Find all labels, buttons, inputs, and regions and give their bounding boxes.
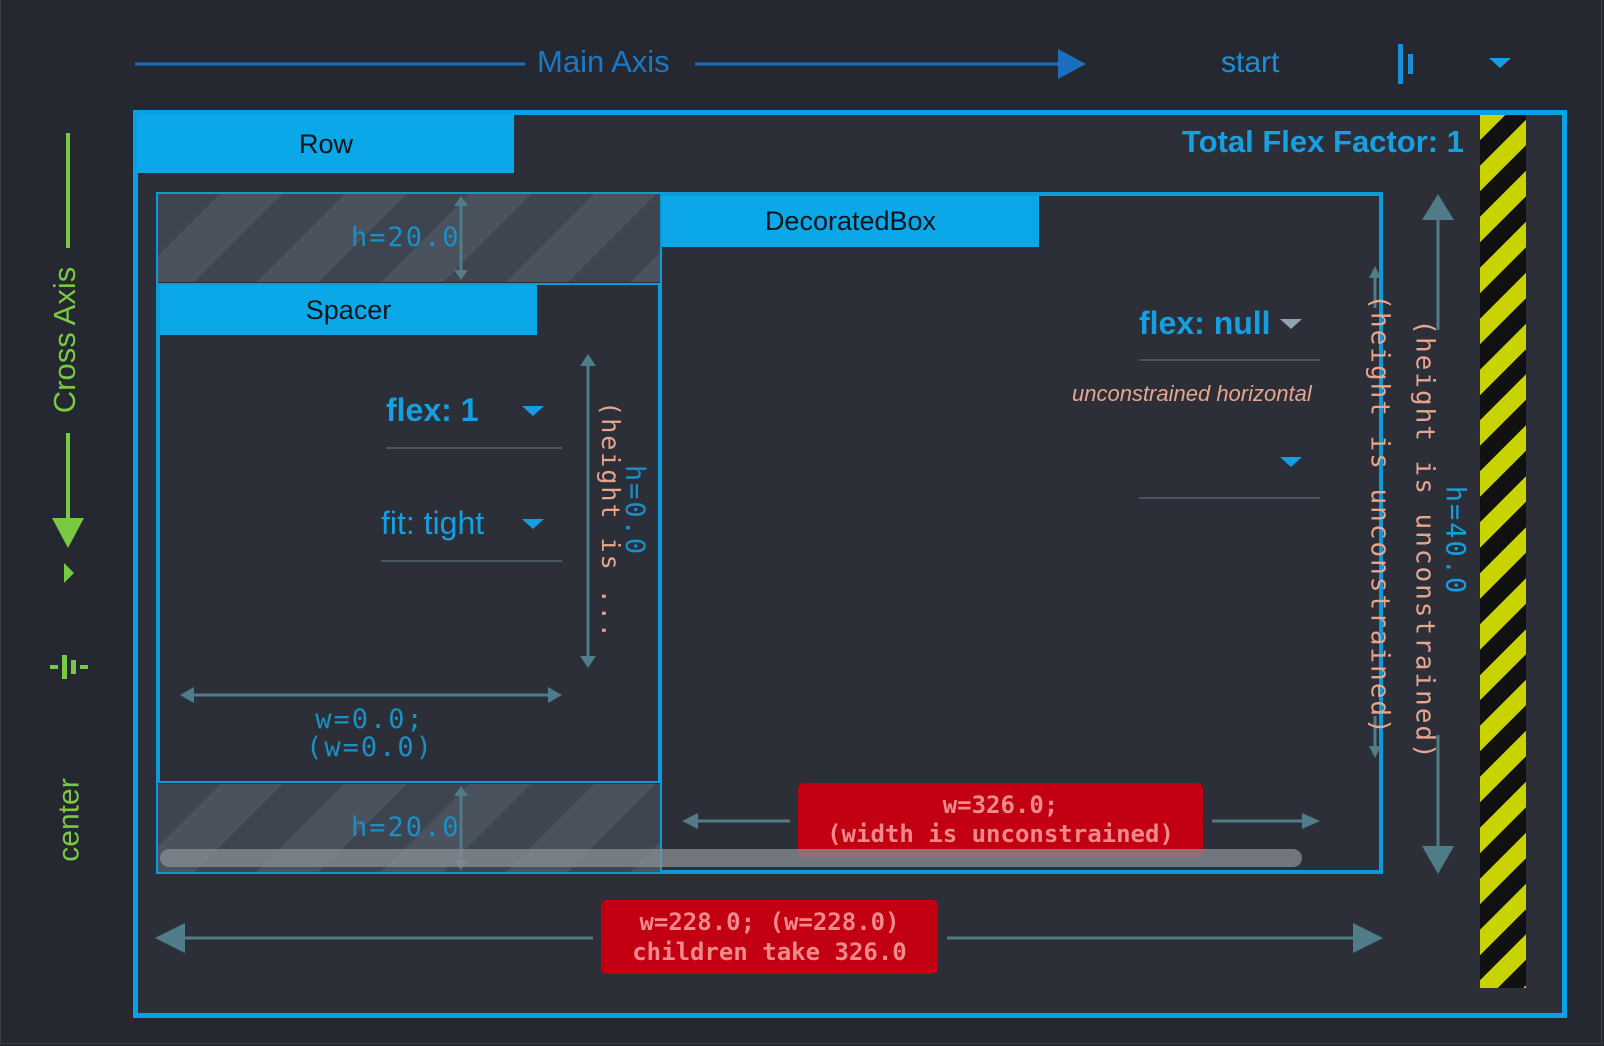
row-height-note: (height is unconstrained) [1410,319,1440,761]
spacer-padding-top-label: h=20.0 [351,222,461,253]
cross-axis-label: Cross Axis [46,266,82,414]
chevron-down-icon [1280,319,1302,329]
dropdown-underline [381,560,562,562]
decorated-box[interactable] [660,194,1381,872]
row-height-arrow [1422,194,1454,874]
spacer-width-constraint-label: (w=0.0) [306,732,434,763]
spacer-padding-bottom-label: h=20.0 [351,812,461,843]
decorated-box-fit-dropdown[interactable] [1139,445,1320,501]
dropdown-underline [1139,497,1320,499]
main-axis-alignment-icon[interactable] [1394,42,1424,86]
dropdown-underline [386,447,562,449]
spacer-padding-top-arrow [454,196,468,280]
overflow-warning-stripe [1480,115,1526,988]
total-flex-factor: Total Flex Factor: 1 [1182,124,1464,159]
dropdown-triangle-icon[interactable] [1489,58,1511,68]
main-axis-arrow [135,49,1086,79]
main-axis-label: Main Axis [537,44,670,79]
main-axis-alignment-value: start [1221,46,1280,79]
cross-axis-alignment-dropdown[interactable]: center [10,778,130,861]
decorated-box-flex-value: flex: null [1139,305,1271,341]
row-children-width-label: children take 326.0 [632,938,907,966]
spacer-width-labels: w=0.0; (w=0.0) [300,706,440,762]
spacer-tag[interactable]: Spacer [160,285,537,335]
spacer-fit-dropdown[interactable]: fit: tight [381,505,562,563]
decorated-box-width-arrow [682,813,1320,829]
decorated-box-flex-dropdown[interactable]: flex: null [1139,305,1320,363]
cross-axis-arrow [52,133,84,583]
row-tag[interactable]: Row [138,115,514,173]
row-tag-label: Row [298,128,353,159]
decorated-box-height-note: (height is unconstrained) [1365,294,1395,736]
spacer-padding-top [158,194,661,282]
row-children-area [156,192,1383,874]
spacer-flex-value: flex: 1 [386,392,479,428]
row-width-overflow-badge: w=228.0; (w=228.0) children take 326.0 [601,900,938,974]
row-width-label: w=228.0; (w=228.0) [639,908,900,936]
main-axis-alignment-dropdown[interactable]: start [1221,46,1279,80]
decorated-box-tag-label: DecoratedBox [764,206,937,236]
spacer-fit-value: fit: tight [381,505,485,541]
spacer-width-arrow [180,687,562,703]
spacer-width-label: w=0.0; [315,704,425,735]
decorated-box-width-label: w=326.0; [942,791,1059,819]
decorated-box-width-note: (width is unconstrained) [827,820,1174,848]
row-width-arrow [155,923,1383,953]
horizontal-scrollbar[interactable] [160,849,1302,867]
decorated-box-tag[interactable]: DecoratedBox [662,196,1039,247]
decorated-box-constraint-note: unconstrained horizontal [1072,381,1312,406]
chevron-down-icon [522,519,544,529]
spacer-tag-label: Spacer [305,294,392,325]
spacer-flex-dropdown[interactable]: flex: 1 [386,392,562,450]
spacer-height-arrow [580,354,596,668]
decorated-box-height-arrow [1369,266,1381,758]
spacer-box[interactable] [158,283,660,783]
spacer-height-note: (height is ... [595,400,625,640]
decorated-box-width-overflow-badge: w=326.0; (width is unconstrained) [798,783,1203,857]
chevron-down-icon [1280,457,1302,467]
cross-axis-alignment-icon[interactable] [48,650,90,684]
cross-axis-alignment-value: center [52,778,86,862]
chevron-down-icon [522,406,544,416]
dropdown-underline [1139,359,1320,361]
